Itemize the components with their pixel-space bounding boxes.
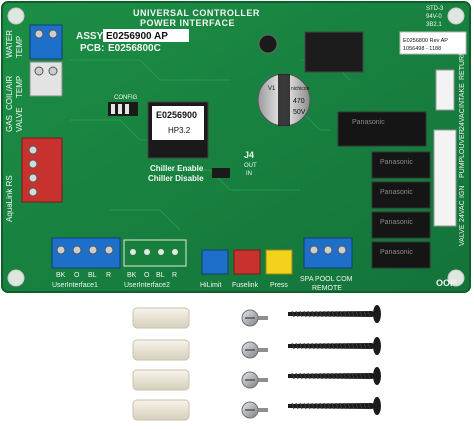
user-interface-1-terminal xyxy=(51,237,121,269)
hardware-kit xyxy=(132,305,381,421)
label-24vac-1: 24VAC xyxy=(459,108,466,130)
std-label-3: 3B2.1 xyxy=(426,22,442,28)
label-pump: PUMP xyxy=(459,157,466,178)
small-capacitor xyxy=(258,34,278,54)
label-louver: LOUVER xyxy=(459,129,466,158)
mounting-hole xyxy=(447,7,465,25)
remote-label: REMOTE xyxy=(312,285,342,292)
nylon-standoff xyxy=(132,399,190,421)
left-vertical-labels: WATER COIL/AIR GAS TEMP TEMP VALVE xyxy=(5,30,24,132)
machine-screw xyxy=(241,371,268,389)
fuselink-label: Fuselink xyxy=(232,282,259,289)
mounting-hole xyxy=(447,269,465,287)
board-revision-sticker xyxy=(399,31,467,55)
chip-label-line2: HP3.2 xyxy=(168,126,191,135)
electrolytic-capacitor xyxy=(257,73,311,127)
aqualink-label: AquaLink RS xyxy=(5,175,14,222)
j4-label: J4 xyxy=(244,150,254,160)
sticker-line1: E0256800 Rev AP xyxy=(403,38,448,44)
ui1-pin-r: R xyxy=(106,272,111,279)
board-title-line1: UNIVERSAL CONTROLLER xyxy=(133,8,260,18)
machine-screw xyxy=(241,401,268,419)
assy-label-box xyxy=(103,29,189,42)
hilimit-label: HiLimit xyxy=(200,282,221,289)
label-ign: IGN xyxy=(459,186,466,198)
capacitor-text-4: 50V xyxy=(293,109,306,116)
nylon-standoff xyxy=(132,307,190,329)
board-title-line2: POWER INTERFACE xyxy=(140,18,235,28)
chip-label-line1: E0256900 xyxy=(156,110,197,120)
pcb-label: PCB: xyxy=(80,43,104,54)
remote-terminal xyxy=(303,237,353,269)
intake-return-connector xyxy=(435,69,455,111)
chiller-disable-label: Chiller Disable xyxy=(148,174,204,183)
press-label: Press xyxy=(270,282,288,289)
std-label-2: 94V-0 xyxy=(426,14,442,20)
label-intake: INTAKE xyxy=(459,83,466,108)
spa-pool-com-label: SPA POOL COM xyxy=(300,276,353,283)
microcontroller-chip xyxy=(147,101,209,159)
relay-brand-5: Panasonic xyxy=(380,249,413,256)
user-interface-2-terminal xyxy=(123,239,187,267)
nylon-standoff xyxy=(132,339,190,361)
safety-switch-connectors xyxy=(201,249,293,275)
ui2-pin-r: R xyxy=(172,272,177,279)
ui2-pin-o: O xyxy=(144,272,150,279)
label-water: WATER xyxy=(5,30,14,58)
label-temp-2: TEMP xyxy=(15,76,24,98)
long-black-screw xyxy=(288,397,381,415)
config-dip-switches xyxy=(108,102,138,116)
capacitor-text-1: V1 xyxy=(268,86,276,92)
long-black-screw xyxy=(288,305,381,323)
j4-in-label: IN xyxy=(246,171,252,177)
aqualink-terminal xyxy=(21,137,63,203)
label-temp-1: TEMP xyxy=(15,36,24,58)
machine-screw xyxy=(241,309,268,327)
sticker-line2: 1056498 - 1188 xyxy=(403,46,441,52)
ui2-pin-labels: BK O BL R xyxy=(127,272,177,279)
ui2-pin-bk: BK xyxy=(127,272,137,279)
ui2-label: UserInterface2 xyxy=(124,282,170,289)
power-regulator xyxy=(304,31,364,73)
std-label-1: STD-3 xyxy=(426,6,444,12)
pcb-value: E0256800C xyxy=(108,43,161,54)
mounting-hole xyxy=(7,7,25,25)
label-return: RETURN xyxy=(459,51,466,80)
label-valve: VALVE xyxy=(15,107,24,132)
long-black-screw xyxy=(288,367,381,385)
assy-value: E0256900 AP xyxy=(106,31,168,42)
temp-sensor-terminals xyxy=(29,24,63,97)
machine-screw xyxy=(241,341,268,359)
right-vertical-labels: INTAKE RETURN 24VAC PUMP LOUVER VALVE 24… xyxy=(459,51,466,246)
ui2-pin-bl: BL xyxy=(156,272,165,279)
ui1-pin-o: O xyxy=(74,272,80,279)
long-black-screw xyxy=(288,337,381,355)
mounting-hole xyxy=(7,269,25,287)
ui1-label: UserInterface1 xyxy=(52,282,98,289)
loop-label: OOP xyxy=(436,278,456,288)
output-connector xyxy=(433,129,457,227)
ui1-pin-bl: BL xyxy=(88,272,97,279)
relay-brand-2: Panasonic xyxy=(380,159,413,166)
ui1-pin-labels: BK O BL R xyxy=(56,272,111,279)
assy-label: ASSY: xyxy=(76,31,106,42)
label-coil-air: COIL/AIR xyxy=(5,76,14,110)
chiller-enable-label: Chiller Enable xyxy=(150,164,204,173)
ui1-pin-bk: BK xyxy=(56,272,66,279)
config-label: CONFIG xyxy=(114,95,138,101)
relay-brand-3: Panasonic xyxy=(380,189,413,196)
relay-bank xyxy=(337,111,431,269)
label-gas: GAS xyxy=(5,115,14,132)
capacitor-text-2: nichicon xyxy=(291,86,310,92)
relay-brand-1: Panasonic xyxy=(352,119,385,126)
j4-out-label: OUT xyxy=(244,163,257,169)
label-valve-right: VALVE xyxy=(459,224,466,246)
capacitor-text-3: 470 xyxy=(293,98,305,105)
circuit-board: UNIVERSAL CONTROLLER POWER INTERFACE ASS… xyxy=(1,1,471,293)
chiller-jumper xyxy=(212,168,230,178)
nylon-standoff xyxy=(132,369,190,391)
label-24vac-2: 24VAC xyxy=(459,200,466,222)
relay-brand-4: Panasonic xyxy=(380,219,413,226)
